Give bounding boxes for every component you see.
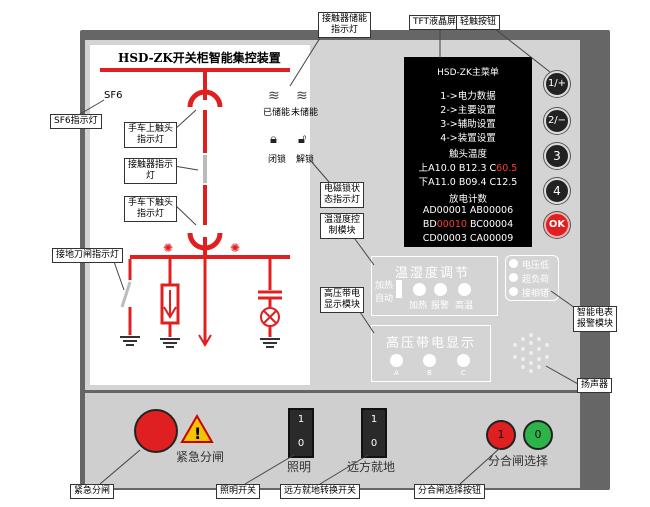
auto-mode-label: 自动 bbox=[375, 294, 394, 304]
low-voltage-label: 电压低 bbox=[522, 261, 550, 271]
annotation-tft: TFT液晶屏 bbox=[409, 15, 461, 30]
annotation-remote-switch: 远方就地转换开关 bbox=[280, 484, 361, 499]
light-switch[interactable]: 1 0 bbox=[288, 408, 314, 458]
unlocked-label: 解锁 bbox=[296, 155, 315, 165]
phase-b-led bbox=[423, 354, 436, 367]
light-label: 照明 bbox=[287, 460, 312, 474]
busbar bbox=[100, 68, 290, 72]
tft-temp-row1: 上A10.0 B12.3 C60.5 bbox=[418, 163, 518, 174]
remote-label: 远方就地 bbox=[347, 460, 396, 474]
estop-label: 紧急分闸 bbox=[176, 450, 225, 464]
annotation-meter-alarm: 智能电表 报警模块 bbox=[573, 306, 618, 332]
temp-alert-value: 60.5 bbox=[496, 163, 518, 174]
annotation-ground-switch: 接地刀闸指示灯 bbox=[52, 248, 124, 263]
single-line-diagram: ✺ ✺ bbox=[100, 68, 290, 348]
annotation-hv-module: 高压带电 显示模块 bbox=[320, 287, 365, 313]
light-switch-on: 1 bbox=[297, 414, 305, 425]
meter-alarm-module bbox=[505, 255, 559, 301]
tft-count-row3: CD00003 CA00009 bbox=[422, 233, 514, 244]
annotation-select-button: 分合闸选择按钮 bbox=[414, 484, 486, 499]
overload-led bbox=[509, 273, 518, 282]
stored-label: 已储能 bbox=[263, 108, 291, 118]
mode-switch[interactable] bbox=[396, 280, 402, 298]
high-temp-led bbox=[458, 283, 471, 296]
humidity-title: 温湿度调节 bbox=[395, 266, 471, 281]
tft-count-row2: BD00010 BC00004 bbox=[422, 219, 514, 230]
tft-menu-4: 4->装置设置 bbox=[440, 133, 496, 144]
close-button-label: 0 bbox=[534, 428, 542, 441]
annotation-humidity: 温湿度控 制模块 bbox=[320, 213, 365, 239]
low-voltage-led bbox=[509, 259, 518, 268]
key-ok[interactable]: OK bbox=[544, 212, 570, 238]
annotation-sf6: SF6指示灯 bbox=[50, 114, 102, 129]
heat-mode-label: 加热 bbox=[375, 281, 394, 291]
key-1-plus[interactable]: 1/+ bbox=[544, 71, 570, 97]
key-3[interactable]: 3 bbox=[544, 143, 570, 169]
count-alert-value: 00010 bbox=[436, 219, 467, 230]
annotation-contactor-store: 接触器储能 指示灯 bbox=[318, 12, 372, 38]
remote-switch-off: 0 bbox=[370, 438, 378, 449]
open-select-button[interactable]: 1 bbox=[486, 420, 516, 450]
warning-icon: ! bbox=[180, 414, 214, 443]
unlock-icon: 🔓︎ bbox=[298, 132, 307, 147]
phase-b-label: B bbox=[427, 369, 432, 377]
svg-text:✺: ✺ bbox=[163, 241, 173, 255]
tft-temp-row2: 下A11.0 B09.4 C12.5 bbox=[418, 177, 518, 188]
remote-local-switch[interactable]: 1 0 bbox=[361, 408, 387, 458]
phase-error-led bbox=[509, 287, 518, 296]
heat-led-label: 加热 bbox=[409, 301, 428, 311]
tft-count-title: 放电计数 bbox=[448, 194, 487, 205]
key-4[interactable]: 4 bbox=[544, 178, 570, 204]
tft-menu-title: HSD-ZK主菜单 bbox=[437, 68, 499, 78]
phase-c-led bbox=[457, 354, 470, 367]
remote-switch-on: 1 bbox=[370, 414, 378, 425]
phase-c-label: C bbox=[461, 369, 466, 377]
phase-a-label: A bbox=[394, 369, 399, 377]
close-select-button[interactable]: 0 bbox=[523, 420, 553, 450]
svg-text:!: ! bbox=[194, 424, 201, 443]
annotation-speaker: 扬声器 bbox=[577, 378, 613, 393]
annotation-upper-contact: 手车上触头 指示灯 bbox=[124, 122, 178, 148]
annotation-magnetic-lock: 电磁锁状 态指示灯 bbox=[320, 182, 365, 208]
lock-icon: 🔒︎ bbox=[270, 132, 277, 147]
phase-error-label: 接相错 bbox=[522, 289, 550, 299]
heat-led bbox=[413, 283, 426, 296]
tft-count-row1: AD00001 AB00006 bbox=[422, 205, 514, 216]
locked-label: 闭锁 bbox=[268, 155, 287, 165]
open-button-label: 1 bbox=[497, 428, 505, 441]
alarm-led-label: 报警 bbox=[431, 301, 450, 311]
light-switch-off: 0 bbox=[297, 438, 305, 449]
high-temp-led-label: 高温 bbox=[455, 301, 474, 311]
hv-title: 高压带电显示 bbox=[386, 336, 477, 351]
tft-menu-1: 1->电力数据 bbox=[440, 91, 496, 102]
annotation-touch-button: 轻触按钮 bbox=[456, 15, 501, 30]
tft-menu-3: 3->辅助设置 bbox=[440, 119, 496, 130]
tft-temp-title: 触头温度 bbox=[448, 149, 487, 160]
not-stored-energy-icon: ≋ bbox=[296, 88, 308, 104]
annotation-contactor: 接触器指示 灯 bbox=[124, 158, 178, 184]
annotation-light-switch: 照明开关 bbox=[216, 484, 261, 499]
overload-label: 超负荷 bbox=[522, 275, 550, 285]
sf6-indicator: SF6 bbox=[104, 90, 123, 101]
alarm-led bbox=[434, 283, 447, 296]
tft-screen: HSD-ZK主菜单 1->电力数据 2->主要设置 3->辅助设置 4->装置设… bbox=[404, 57, 532, 247]
annotation-estop: 紧急分闸 bbox=[70, 484, 115, 499]
humidity-module bbox=[371, 256, 498, 316]
not-stored-label: 未储能 bbox=[291, 108, 319, 118]
phase-a-led bbox=[390, 354, 403, 367]
annotation-lower-contact: 手车下触头 指示灯 bbox=[124, 196, 178, 222]
stored-energy-icon: ≋ bbox=[268, 88, 280, 104]
speaker-grille bbox=[513, 333, 549, 373]
select-label: 分合闸选择 bbox=[488, 454, 549, 468]
tft-menu-2: 2->主要设置 bbox=[440, 105, 496, 116]
hv-display-module bbox=[371, 325, 491, 382]
svg-text:✺: ✺ bbox=[230, 241, 240, 255]
device-title: HSD-ZK开关柜智能集控装置 bbox=[118, 51, 281, 65]
key-2-minus[interactable]: 2/− bbox=[544, 108, 570, 134]
emergency-stop-button[interactable] bbox=[134, 409, 178, 453]
